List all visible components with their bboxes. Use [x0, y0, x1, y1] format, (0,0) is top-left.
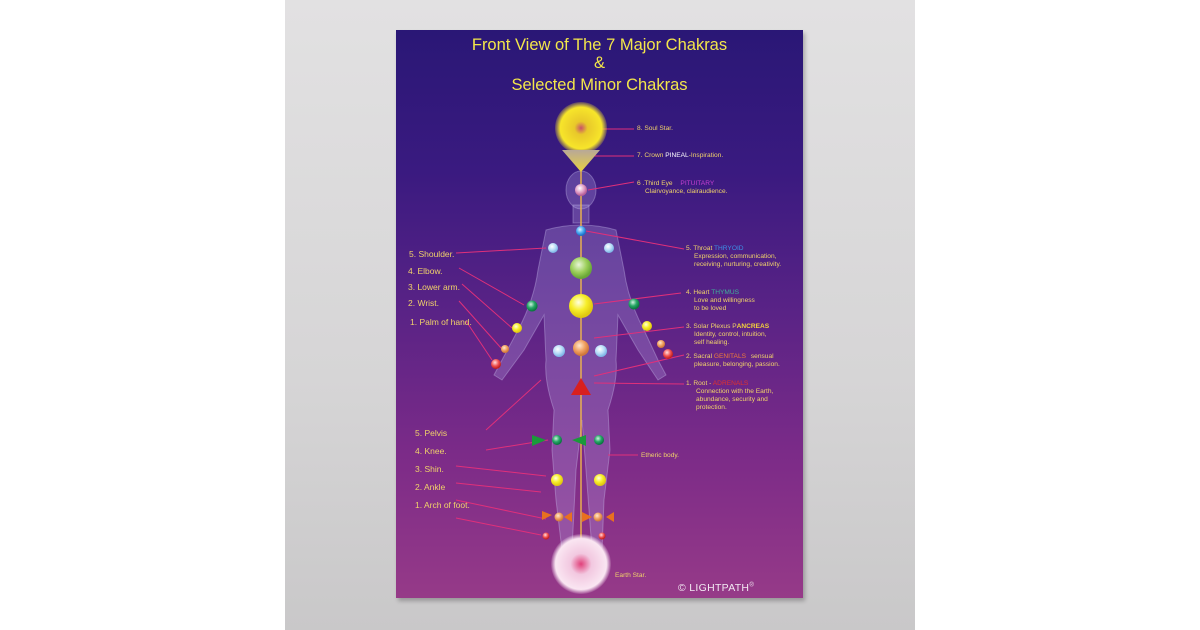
left-ankle-marker-outer [542, 511, 552, 520]
left-knee-chakra [552, 435, 562, 445]
label-knee: 4. Knee. [415, 446, 447, 456]
gland-pineal: PINEAL [665, 152, 689, 159]
label-elbow: 4. Elbow. [408, 266, 443, 276]
label-heart: 4. Heart THYMUS Love and willingness to … [686, 289, 755, 312]
gland-pituitary: PITUITARY [680, 180, 715, 187]
label-earth-star: Earth Star. [615, 572, 647, 579]
gland-genitals: GENITALS [713, 353, 747, 360]
right-knee-marker [572, 435, 586, 446]
gland-thyroid: THRYOID [714, 245, 744, 252]
right-ankle-marker-outer [606, 512, 614, 522]
right-palm-chakra [663, 349, 673, 359]
left-lower-arm-chakra [512, 323, 522, 333]
label-lower-arm: 3. Lower arm. [408, 282, 460, 292]
left-arch-chakra [542, 532, 550, 540]
root-chakra-triangle [571, 378, 591, 395]
label-sacral: 2. Sacral GENITALS sensual pleasure, bel… [686, 353, 780, 368]
chakra-poster: Front View of The 7 Major Chakras & Sele… [396, 30, 803, 598]
pointer-lines [455, 128, 685, 536]
right-pelvis-chakra [595, 345, 607, 357]
throat-chakra [576, 226, 586, 236]
right-lower-arm-chakra [642, 321, 652, 331]
right-ankle-marker-inner [582, 512, 592, 522]
label-solar-plexus: 3. Solar Plexus PANCREAS Identity, contr… [686, 323, 770, 346]
right-shin-chakra [594, 474, 606, 486]
gland-pancreas: ANCREAS [736, 323, 770, 330]
gland-thymus: THYMUS [711, 289, 740, 296]
left-knee-marker [532, 435, 546, 446]
left-elbow-chakra [526, 300, 538, 312]
left-wrist-chakra [501, 345, 509, 353]
label-wrist: 2. Wrist. [408, 298, 440, 308]
solar-plexus-chakra [569, 294, 593, 318]
label-third-eye: 6 .Third Eye PITUITARY Clairvoyance, cla… [637, 180, 728, 195]
label-throat: 5. Throat THRYOID Expression, communicat… [686, 245, 782, 268]
sacral-chakra [573, 340, 589, 356]
label-shin: 3. Shin. [415, 464, 444, 474]
right-ankle-chakra [593, 512, 603, 522]
earth-star-chakra [551, 534, 611, 594]
title-line-1: Front View of The 7 Major Chakras [471, 36, 728, 54]
heart-chakra [570, 257, 592, 279]
right-knee-chakra [594, 435, 604, 445]
label-crown: 7. Crown PINEAL-Inspiration. [637, 152, 724, 159]
right-wrist-chakra [657, 340, 665, 348]
copyright-lightpath: © LIGHTPATH® [678, 582, 755, 594]
right-arch-chakra [598, 532, 606, 540]
label-palm: 1. Palm of hand. [410, 317, 472, 327]
soul-star-chakra [555, 102, 607, 154]
label-etheric-body: Etheric body. [641, 452, 679, 459]
left-palm-chakra [491, 359, 501, 369]
right-shoulder-chakra [604, 243, 614, 253]
left-ankle-chakra [554, 512, 564, 522]
crown-chakra-cone [562, 150, 600, 172]
label-shoulder: 5. Shoulder. [409, 249, 455, 259]
left-shin-chakra [551, 474, 563, 486]
chakra-figure-diagram [455, 102, 685, 594]
left-ankle-marker-inner [564, 512, 572, 522]
left-pelvis-chakra [553, 345, 565, 357]
label-ankle: 2. Ankle [415, 482, 446, 492]
third-eye-chakra [575, 184, 587, 196]
title-ampersand: & [593, 54, 605, 72]
label-arch-of-foot: 1. Arch of foot. [415, 500, 470, 510]
title-line-2: Selected Minor Chakras [511, 76, 688, 94]
label-pelvis: 5. Pelvis [415, 428, 448, 438]
right-elbow-chakra [628, 298, 640, 310]
label-root: 1. Root - ADRENALS Connection with the E… [686, 380, 774, 411]
label-soul-star: 8. Soul Star. [637, 125, 673, 132]
left-shoulder-chakra [548, 243, 558, 253]
gland-adrenals: ADRENALS [712, 380, 749, 387]
